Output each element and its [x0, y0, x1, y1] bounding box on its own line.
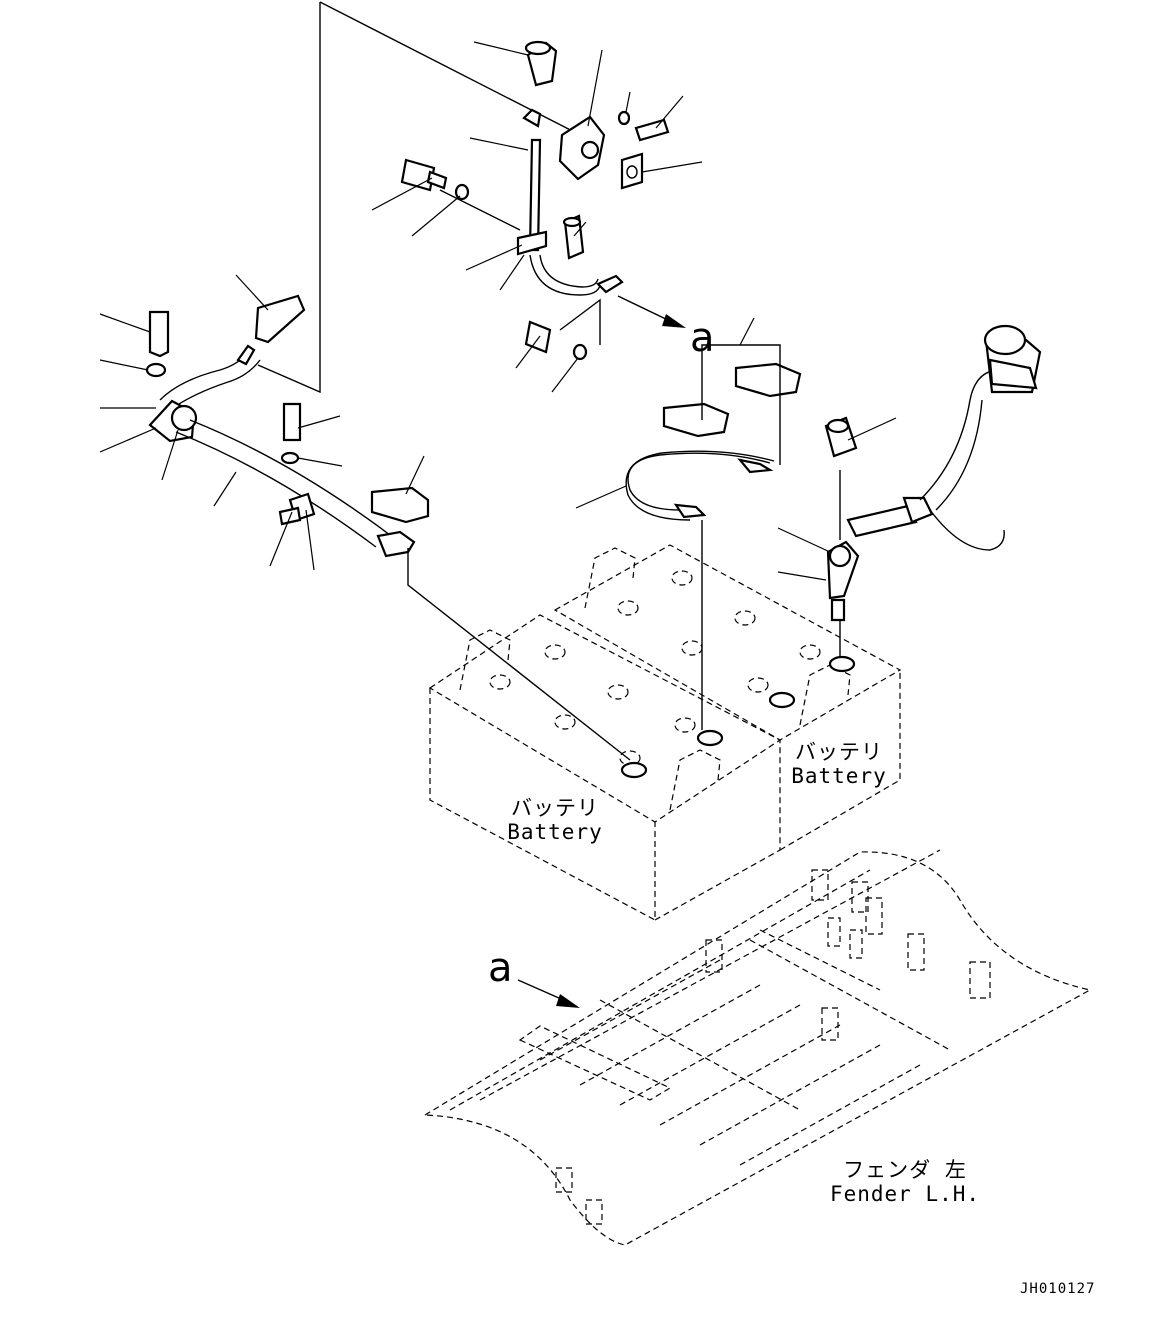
right-battery-harness — [824, 324, 1042, 660]
center-battery-cable — [625, 344, 802, 521]
battery-left-outline — [428, 614, 782, 921]
fender-plate-outline — [423, 849, 1092, 1246]
fender-label: フェンダ 左 Fender L.H. — [820, 1158, 990, 1206]
reference-mark-lower: a — [488, 945, 513, 991]
reference-arrows — [517, 295, 686, 1008]
left-battery-cable — [145, 294, 430, 558]
battery-left-en-text: Battery — [507, 820, 603, 844]
fender-jp-text: フェンダ 左 — [843, 1158, 967, 1182]
leader-lines — [99, 41, 897, 581]
battery-right-jp-text: バッテリ — [795, 740, 883, 764]
connection-lines — [407, 520, 703, 761]
assembly-guide-lines — [257, 1, 601, 394]
fender-en-text: Fender L.H. — [829, 1182, 981, 1206]
battery-left-label: バッテリ Battery — [500, 796, 610, 844]
reference-mark-upper: a — [690, 315, 715, 361]
battery-switch-assembly — [400, 40, 670, 361]
battery-right-en-text: Battery — [791, 764, 887, 788]
battery-right-label: バッテリ Battery — [784, 740, 894, 788]
document-id: JH010127 — [1020, 1281, 1096, 1297]
battery-left-jp-text: バッテリ — [511, 796, 599, 820]
